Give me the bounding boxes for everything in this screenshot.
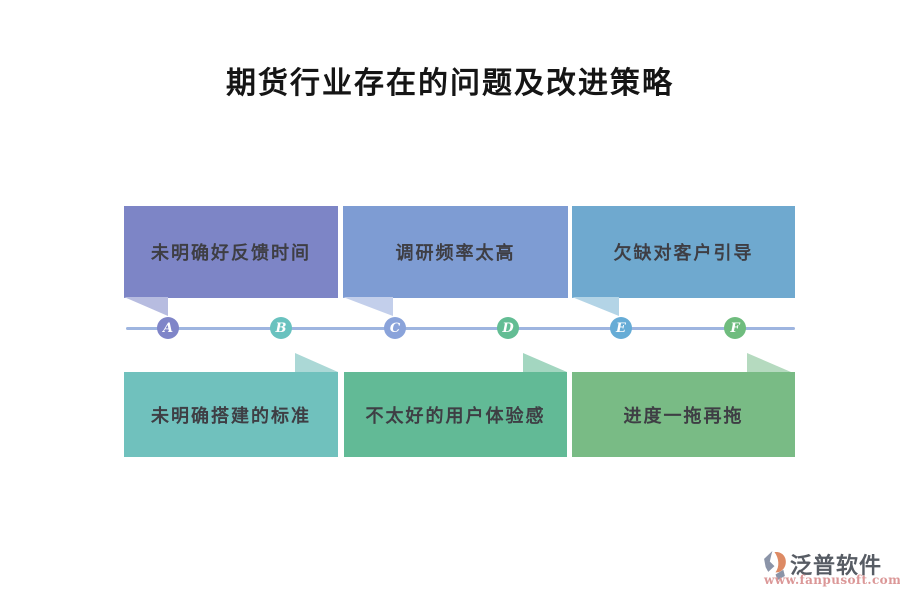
pointer-triangle-bottom-1 <box>295 353 338 372</box>
callout-box-top-2: 调研频率太高 <box>343 206 568 298</box>
pointer-triangle-bottom-3 <box>747 353 791 372</box>
callout-label: 未明确搭建的标准 <box>151 405 311 427</box>
pointer-triangle-top-3 <box>572 297 619 316</box>
node-letter: E <box>616 320 626 336</box>
callout-box-bottom-1: 未明确搭建的标准 <box>124 372 338 457</box>
timeline-node-c: C <box>384 317 406 339</box>
timeline-node-e: E <box>610 317 632 339</box>
callout-label: 进度一拖再拖 <box>623 405 744 427</box>
callout-box-top-1: 未明确好反馈时间 <box>124 206 338 298</box>
node-letter: C <box>389 320 401 336</box>
callout-label: 不太好的用户体验感 <box>365 405 546 427</box>
callout-box-bottom-3: 进度一拖再拖 <box>572 372 795 457</box>
callout-box-top-3: 欠缺对客户引导 <box>572 206 795 298</box>
node-letter: A <box>162 320 174 336</box>
node-letter: F <box>730 320 740 336</box>
pointer-triangle-bottom-2 <box>523 353 567 372</box>
timeline-node-a: A <box>157 317 179 339</box>
callout-box-bottom-2: 不太好的用户体验感 <box>344 372 567 457</box>
node-letter: B <box>275 320 287 336</box>
pointer-triangle-top-2 <box>343 297 393 316</box>
brand-name: 泛普软件 <box>790 553 883 579</box>
timeline-line <box>126 327 795 330</box>
callout-label: 未明确好反馈时间 <box>151 243 311 264</box>
callout-label: 调研频率太高 <box>395 243 516 264</box>
pointer-triangle-top-1 <box>124 297 168 316</box>
brand-url: www.fanpusoft.com <box>764 573 900 587</box>
timeline-node-d: D <box>497 317 519 339</box>
timeline-node-b: B <box>270 317 292 339</box>
brand-footer: 泛普软件 www.fanpusoft.com <box>760 548 900 590</box>
timeline-node-f: F <box>724 317 746 339</box>
node-letter: D <box>502 320 514 336</box>
page-title: 期货行业存在的问题及改进策略 <box>226 66 674 101</box>
brand-logo-icon <box>764 551 786 581</box>
callout-label: 欠缺对客户引导 <box>613 243 754 264</box>
